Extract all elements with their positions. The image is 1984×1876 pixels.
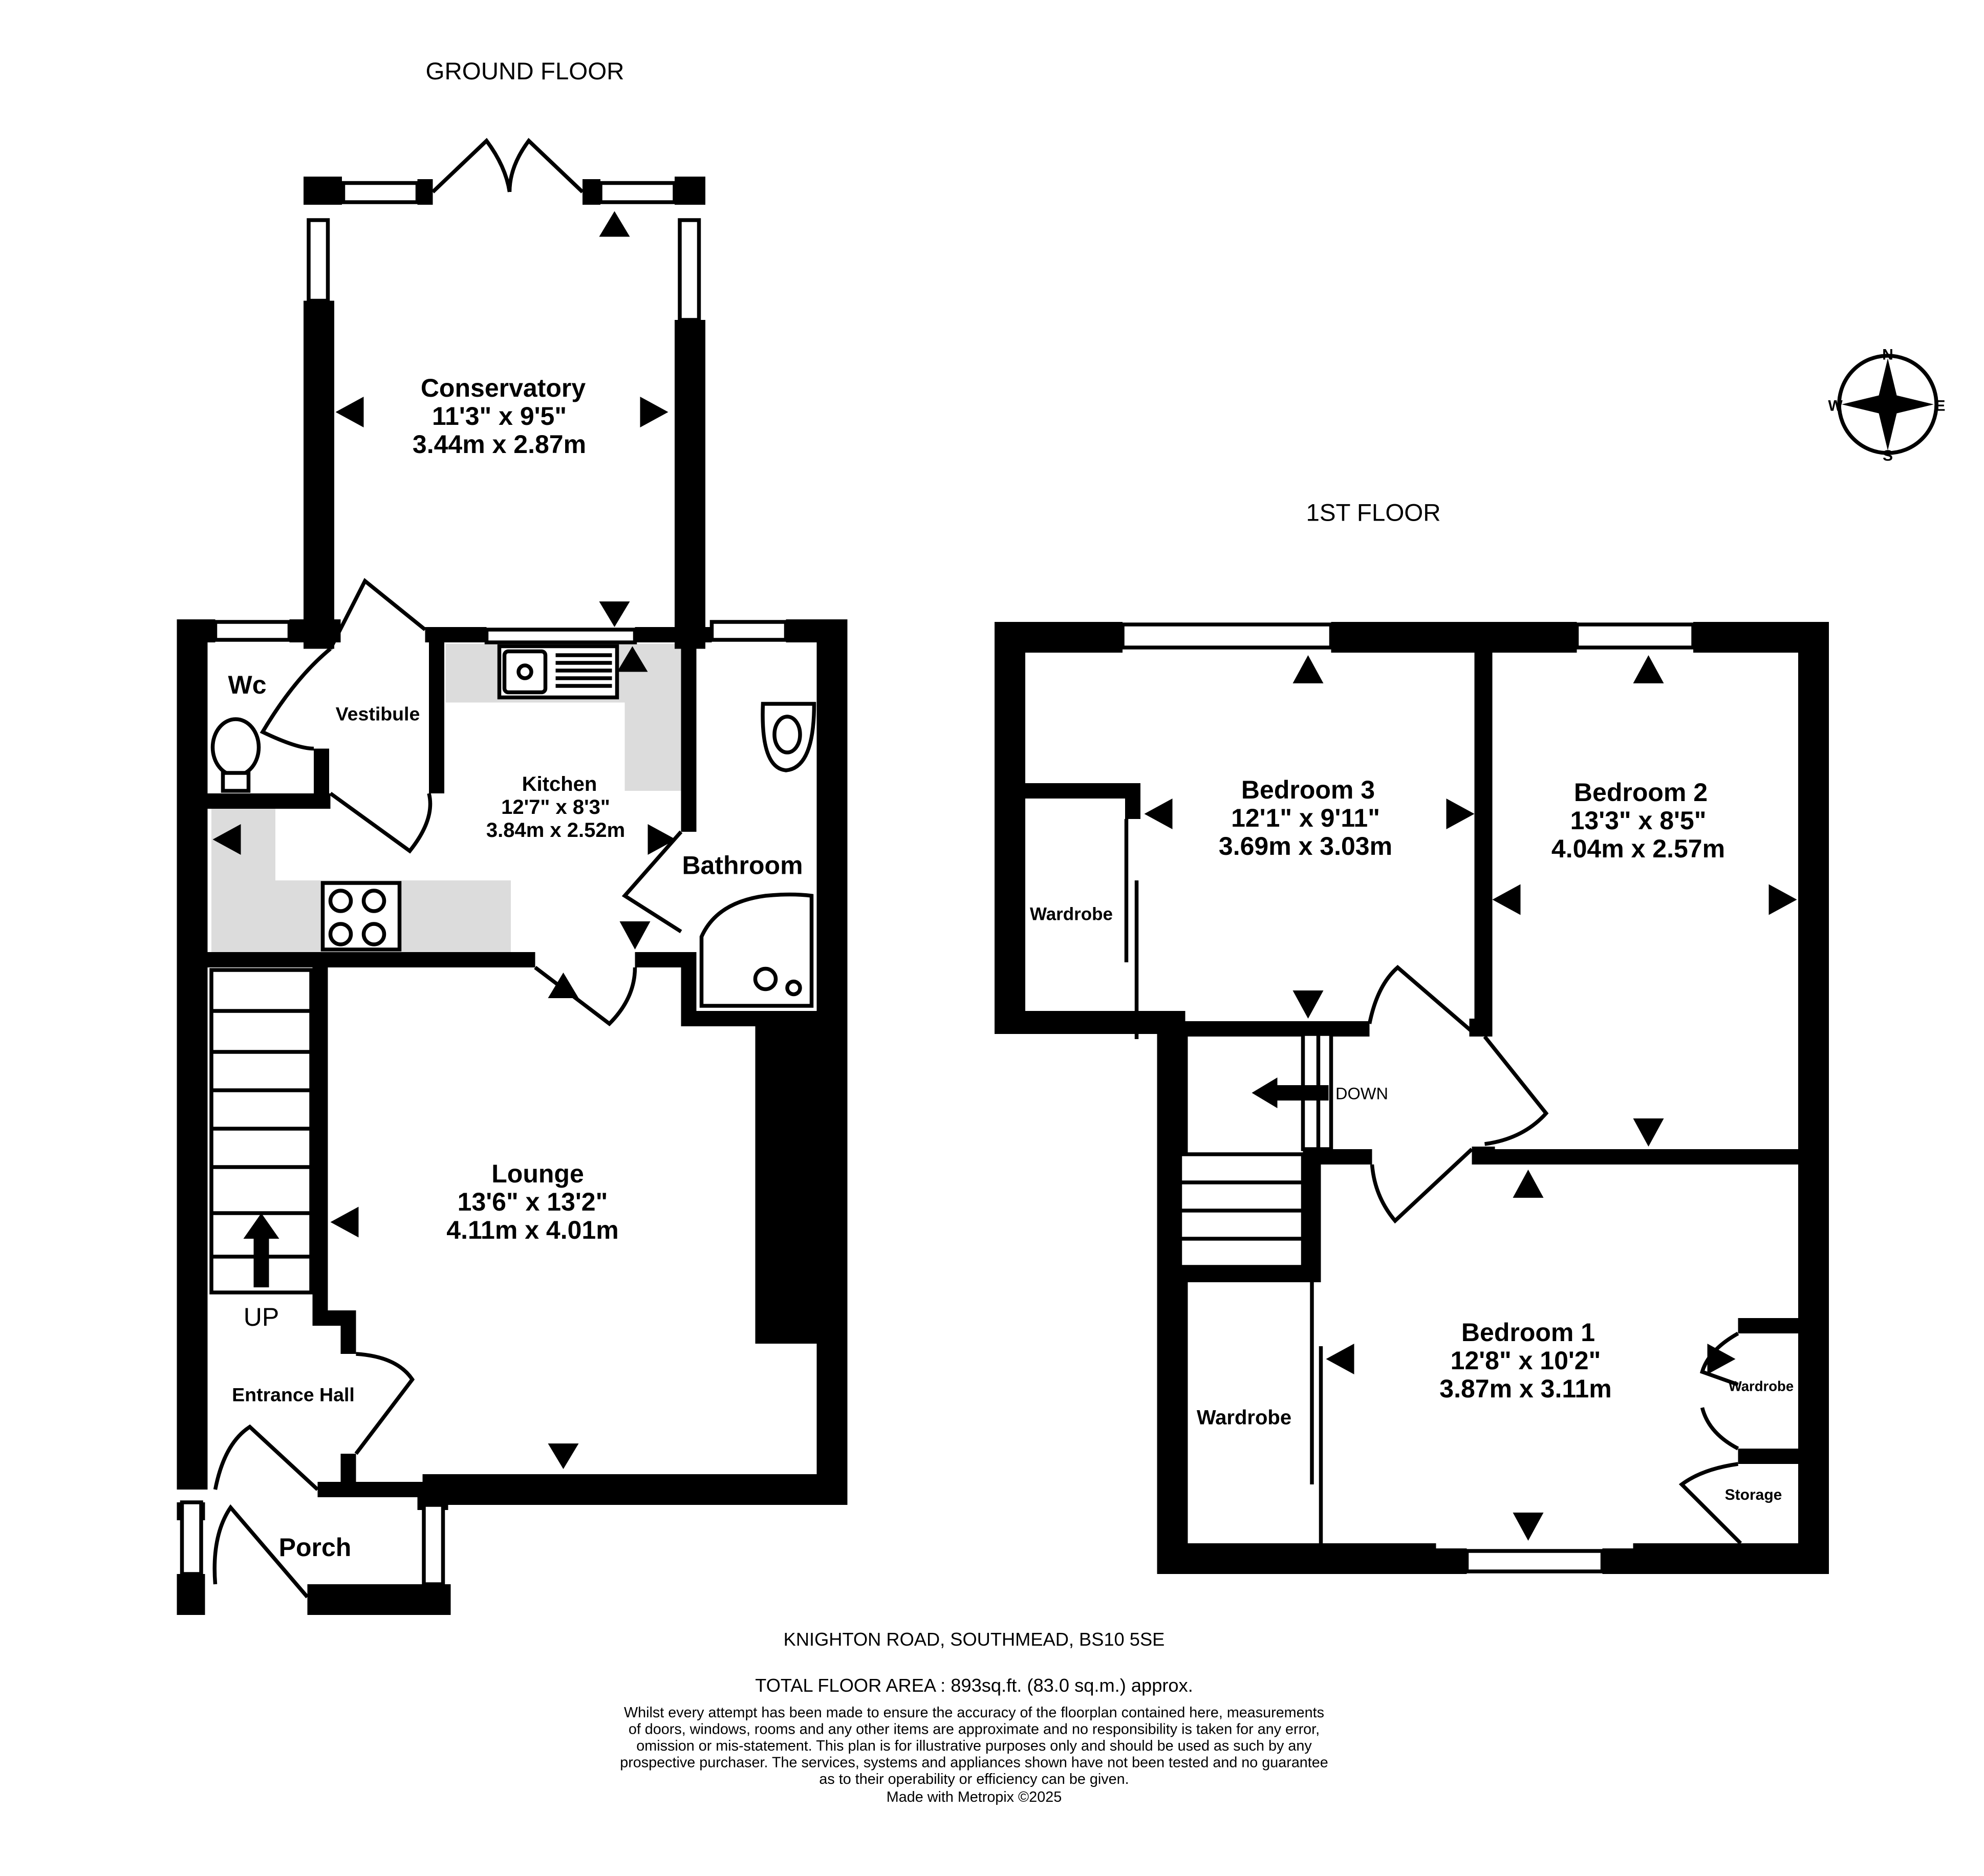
vestibule-name: Vestibule	[336, 703, 420, 725]
bedroom3-dim-metric: 3.69m x 3.03m	[1219, 832, 1392, 860]
front-door[interactable]	[213, 1424, 319, 1491]
first-internal-walls	[1025, 650, 1829, 1464]
bedroom2-window	[1575, 622, 1695, 650]
ground-stairs-label: UP	[244, 1303, 279, 1331]
porch-window-east	[422, 1503, 445, 1586]
porch-door[interactable]	[212, 1504, 309, 1599]
footer-disclaimer-line-2: of doors, windows, rooms and any other i…	[629, 1721, 1320, 1738]
conservatory-window-east	[678, 218, 701, 322]
bedroom1-door[interactable]	[1370, 1148, 1474, 1224]
storage-label: Storage	[1725, 1486, 1782, 1503]
conservatory-walls	[304, 177, 705, 649]
ground-outer-walls	[177, 619, 848, 1615]
bedroom3-window	[1120, 622, 1333, 650]
hob	[320, 881, 402, 952]
conservatory-dim-imperial: 11'3" x 9'5"	[432, 402, 567, 430]
bedroom1-dim-imperial: 12'8" x 10'2"	[1451, 1346, 1601, 1375]
room-conservatory: Conservatory 11'3" x 9'5" 3.44m x 2.87m	[413, 374, 586, 459]
footer-credit: Made with Metropix ©2025	[887, 1789, 1062, 1805]
kitchen-name: Kitchen	[522, 773, 597, 795]
room-bedroom3: Bedroom 3 12'1" x 9'11" 3.69m x 3.03m	[1219, 775, 1392, 860]
bedroom1-name: Bedroom 1	[1461, 1318, 1595, 1347]
first-floor-plan: 1ST FLOOR	[995, 500, 1829, 1574]
footer: KNIGHTON ROAD, SOUTHMEAD, BS10 5SE TOTAL…	[620, 1629, 1328, 1805]
bedroom3-name: Bedroom 3	[1241, 775, 1375, 804]
compass-e: E	[1935, 398, 1945, 415]
room-bedroom2: Bedroom 2 13'3" x 8'5" 4.04m x 2.57m	[1551, 778, 1725, 863]
vestibule-doors[interactable]	[260, 578, 426, 751]
room-lounge: Lounge 13'6" x 13'2" 4.11m x 4.01m	[446, 1159, 618, 1244]
storage-door[interactable]	[1678, 1462, 1742, 1545]
lounge-name: Lounge	[491, 1159, 584, 1188]
bathroom-door[interactable]	[621, 830, 683, 934]
footer-disclaimer-line-4: prospective purchaser. The services, sys…	[620, 1755, 1328, 1771]
compass-w: W	[1828, 398, 1843, 415]
conservatory-french-doors[interactable]	[431, 138, 584, 193]
porch-name: Porch	[279, 1533, 352, 1562]
footer-total-area: TOTAL FLOOR AREA : 893sq.ft. (83.0 sq.m.…	[755, 1675, 1193, 1696]
lounge-dim-imperial: 13'6" x 13'2"	[458, 1188, 608, 1216]
ground-internal-walls	[207, 642, 697, 1497]
wardrobe-b3-label: Wardrobe	[1030, 904, 1113, 924]
first-stairs-label: DOWN	[1335, 1085, 1388, 1103]
lounge-dim-metric: 4.11m x 4.01m	[446, 1216, 618, 1244]
ground-floor-plan: GROUND FLOOR	[177, 58, 848, 1615]
first-floor-title: 1ST FLOOR	[1306, 500, 1440, 527]
footer-disclaimer-line-5: as to their operability or efficiency ca…	[819, 1771, 1129, 1787]
wardrobe-landing-label: Wardrobe	[1197, 1407, 1291, 1429]
vestibule-inner-door[interactable]	[329, 791, 433, 854]
entrance-hall-door[interactable]	[354, 1352, 415, 1455]
bathroom-basin	[761, 702, 816, 772]
entrance-hall-name: Entrance Hall	[232, 1384, 355, 1406]
wardrobe-b1-label: Wardrobe	[1729, 1378, 1794, 1394]
bedroom2-name: Bedroom 2	[1574, 778, 1708, 807]
first-outer-walls	[995, 622, 1829, 1574]
footer-address: KNIGHTON ROAD, SOUTHMEAD, BS10 5SE	[784, 1629, 1165, 1650]
wc-toilet	[210, 717, 261, 793]
kitchen-dim-imperial: 12'7" x 8'3"	[501, 796, 610, 818]
conservatory-dim-metric: 3.44m x 2.87m	[413, 430, 586, 459]
compass-n: N	[1882, 347, 1893, 363]
bedroom3-door[interactable]	[1367, 965, 1473, 1033]
first-dimension-arrows	[1144, 655, 1797, 1541]
room-bedroom1: Bedroom 1 12'8" x 10'2" 3.87m x 3.11m	[1439, 1318, 1611, 1403]
porch-window-west	[180, 1500, 203, 1576]
bathroom-name: Bathroom	[682, 851, 803, 880]
footer-disclaimer-line-3: omission or mis-statement. This plan is …	[636, 1738, 1312, 1754]
bathroom-window	[709, 620, 788, 642]
bedroom1-window	[1464, 1549, 1605, 1573]
lounge-door[interactable]	[534, 966, 637, 1026]
conservatory-name: Conservatory	[421, 374, 586, 402]
shower	[699, 892, 814, 1008]
wc-window	[213, 620, 292, 642]
kitchen-window	[484, 628, 637, 644]
bedroom2-dim-metric: 4.04m x 2.57m	[1551, 834, 1725, 863]
compass-icon: N E S W	[1828, 347, 1945, 465]
ground-stairs	[209, 968, 313, 1295]
conservatory-window-west	[307, 218, 330, 303]
conservatory-window-right	[598, 181, 677, 204]
first-stairs	[1178, 1032, 1333, 1269]
kitchen-dim-metric: 3.84m x 2.52m	[486, 819, 625, 842]
bedroom2-dim-imperial: 13'3" x 8'5"	[1570, 806, 1707, 835]
compass-s: S	[1883, 447, 1893, 464]
bedroom3-dim-imperial: 12'1" x 9'11"	[1231, 804, 1380, 832]
kitchen-sink	[497, 644, 619, 700]
room-kitchen: Kitchen 12'7" x 8'3" 3.84m x 2.52m	[486, 773, 625, 842]
bedroom2-door[interactable]	[1483, 1035, 1549, 1146]
wc-name: Wc	[228, 671, 267, 699]
ground-dimension-arrows	[212, 211, 676, 1469]
footer-disclaimer-line-1: Whilst every attempt has been made to en…	[624, 1705, 1324, 1721]
bedroom1-dim-metric: 3.87m x 3.11m	[1439, 1374, 1611, 1403]
ground-floor-title: GROUND FLOOR	[426, 58, 624, 85]
conservatory-window-left	[341, 181, 420, 204]
